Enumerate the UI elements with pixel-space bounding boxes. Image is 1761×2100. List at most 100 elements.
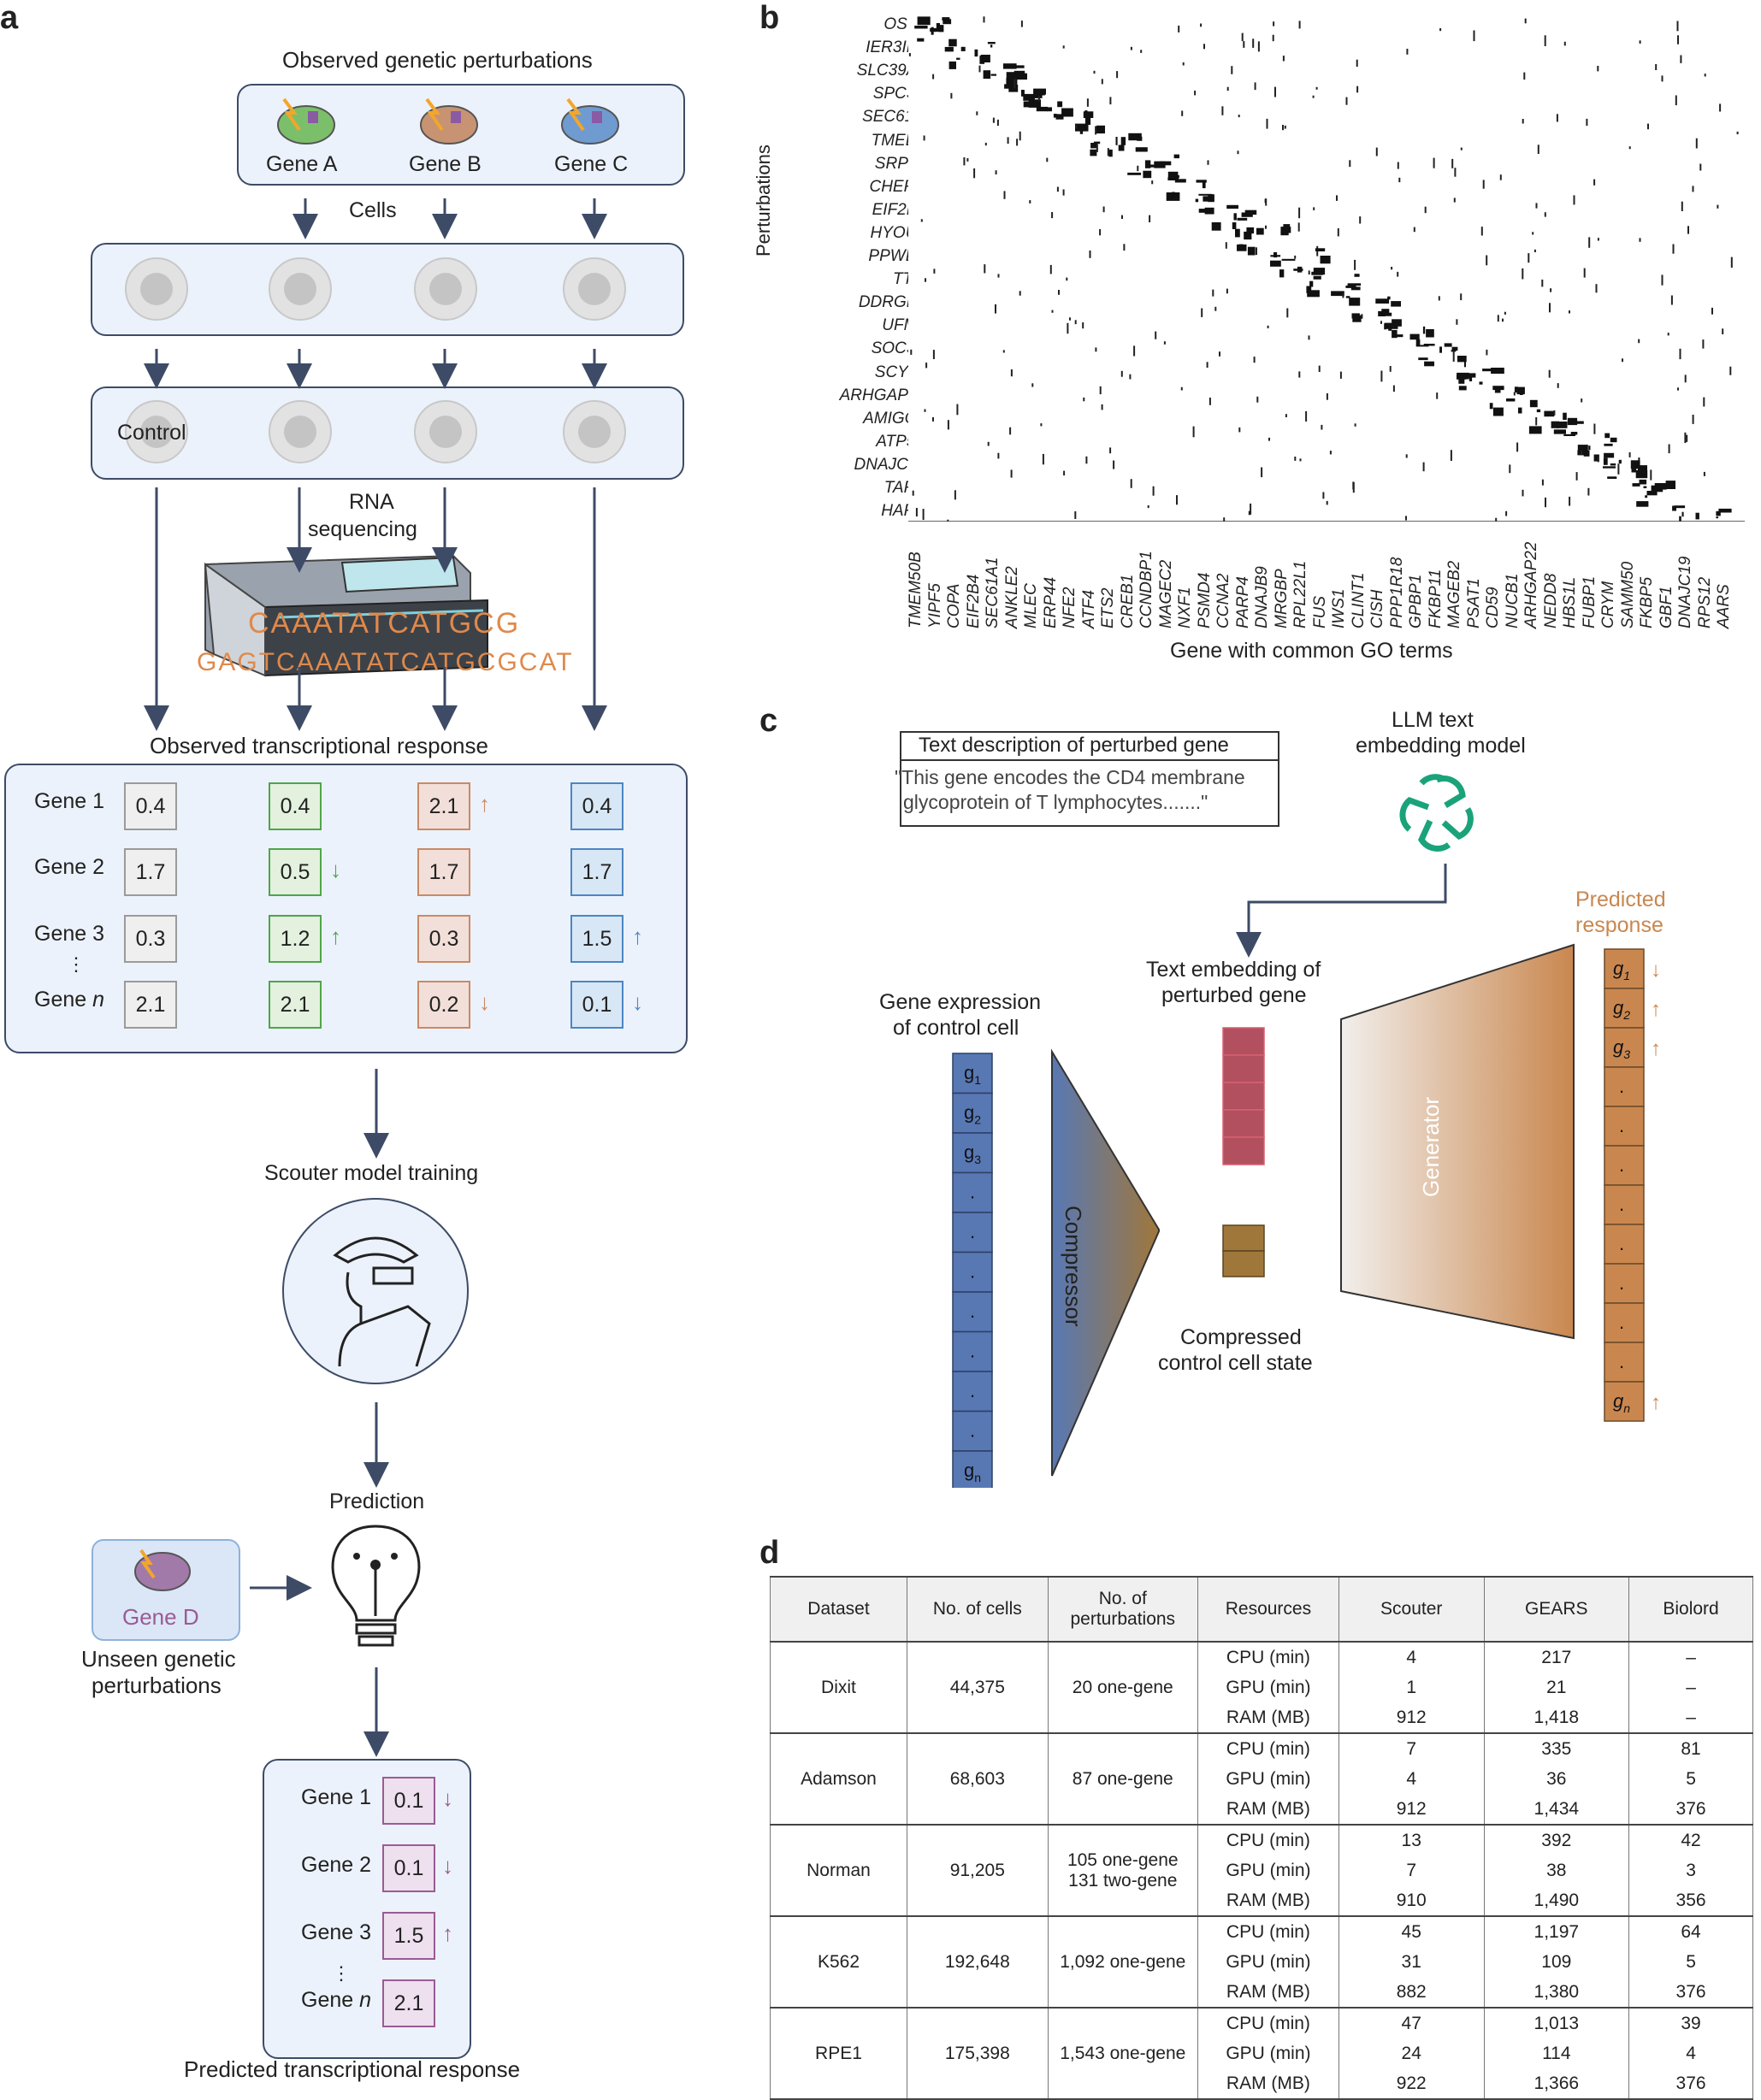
gene-label: YIPF5 <box>925 583 944 628</box>
input-cell-label: . <box>970 1221 975 1242</box>
value-cell: 1,418 <box>1483 1702 1630 1734</box>
value-cell: GPU (min) <box>1197 1855 1339 1885</box>
predicted-response-title: Predicted transcriptional response <box>184 2056 521 2082</box>
value-cell: 47 <box>1338 2008 1485 2038</box>
value-cell: 0.1 <box>570 981 623 1029</box>
output-arrow: ↑ <box>1651 998 1661 1021</box>
value-cell: 335 <box>1483 1733 1630 1764</box>
gene-label: PARP4 <box>1233 576 1252 628</box>
value-cell: CPU (min) <box>1197 1733 1339 1764</box>
perturbation-label: OST4 <box>883 15 926 33</box>
input-cell <box>952 1450 993 1488</box>
panel-b-label: b <box>759 0 780 36</box>
cell-icon <box>414 257 477 321</box>
value-cell: 392 <box>1483 1825 1630 1855</box>
output-cell-label: . <box>1619 1115 1624 1136</box>
text-desc-line-2: glycoprotein of T lymphocytes......." <box>903 791 1208 813</box>
compressed-cell <box>1222 1250 1265 1277</box>
change-arrow: ↓ <box>330 857 341 882</box>
value-cell: – <box>1628 1702 1753 1734</box>
value-cell: 7 <box>1338 1855 1485 1885</box>
ellipsis: ⋮ <box>67 953 86 975</box>
gene-label: DNAJC19 <box>1676 556 1695 628</box>
output-cell <box>1604 988 1645 1029</box>
value-cell: 0.2 <box>417 981 470 1029</box>
sequence-bottom: GAGTCAAATATCATGCGCAT <box>197 648 574 676</box>
output-arrow: ↓ <box>1651 959 1661 982</box>
control-label: Control <box>117 421 186 445</box>
predicted-label-2: response <box>1575 913 1663 937</box>
sequencer-icon <box>204 554 488 677</box>
value-cell: 0.4 <box>570 782 623 830</box>
gene-label: HBS1L <box>1561 576 1580 628</box>
gene-label: FKBP11 <box>1426 569 1445 628</box>
gene-label: PPP1R18 <box>1387 557 1406 628</box>
gene-b-label: Gene B <box>409 152 482 176</box>
perturbations-cell: 20 one-gene <box>1047 1642 1198 1734</box>
perturbations-cell: 1,092 one-gene <box>1047 1916 1198 2009</box>
value-cell: CPU (min) <box>1197 1825 1339 1855</box>
gene-label: CISH <box>1368 589 1387 628</box>
dataset-cell: K562 <box>770 1916 907 2009</box>
value-cell: 5 <box>1628 1764 1753 1794</box>
cells-label: Cells <box>349 198 397 222</box>
gene-label: ARHGAP22 <box>1522 541 1541 628</box>
value-cell: RAM (MB) <box>1197 1885 1339 1917</box>
gene-label: IWS1 <box>1330 588 1349 628</box>
gene-label: NFE2 <box>1061 587 1079 628</box>
value-cell: 38 <box>1483 1855 1630 1885</box>
table-header: GEARS <box>1483 1576 1630 1643</box>
input-cell <box>952 1251 993 1293</box>
value-cell: – <box>1628 1672 1753 1702</box>
value-cell: 0.4 <box>269 782 322 830</box>
input-cell <box>952 1330 993 1372</box>
panel-d-label: d <box>759 1535 780 1571</box>
gene-label: ERP44 <box>1041 576 1060 628</box>
llm-label-1: LLM text <box>1392 708 1474 732</box>
gene-label: MRGBP <box>1272 569 1291 628</box>
gene-label: CCNDBP1 <box>1138 551 1156 628</box>
value-cell: 1,366 <box>1483 2068 1630 2100</box>
cell-icon <box>563 257 626 321</box>
text-emb-label-2: perturbed gene <box>1161 983 1307 1007</box>
value-cell: 114 <box>1483 2038 1630 2068</box>
input-cell <box>952 1092 993 1134</box>
gene-label: GPBP1 <box>1407 574 1426 628</box>
gene-label: FUBP1 <box>1580 575 1598 628</box>
cells-cell: 44,375 <box>906 1642 1049 1734</box>
value-cell: 1.2 <box>269 915 322 963</box>
value-cell: – <box>1628 1642 1753 1672</box>
dataset-cell: Norman <box>770 1825 907 1917</box>
value-cell: 1,197 <box>1483 1916 1630 1947</box>
input-cell <box>952 1371 993 1413</box>
table-header: No. of cells <box>906 1576 1049 1643</box>
perturbation-label: HARS <box>881 502 926 521</box>
text-embedding-cell <box>1222 1082 1265 1111</box>
gene-label: CLINT1 <box>1349 572 1368 628</box>
perturbation-label: TTI2 <box>772 270 926 289</box>
gene-label: NEDD8 <box>1541 573 1560 628</box>
value-cell: 39 <box>1628 2008 1753 2038</box>
gene-d-label: Gene D <box>122 1604 199 1630</box>
value-cell: 0.5 <box>269 848 322 896</box>
value-cell: 0.3 <box>417 915 470 963</box>
change-arrow: ↑ <box>442 1920 453 1946</box>
table-header: Scouter <box>1338 1576 1485 1643</box>
gene-label: MAGEC2 <box>1156 559 1175 628</box>
ellipsis: ⋮ <box>332 1962 351 1984</box>
value-cell: 36 <box>1483 1764 1630 1794</box>
panel-a-label: a <box>0 0 19 36</box>
row-label: Gene 2 <box>301 1853 372 1877</box>
output-arrow: ↑ <box>1651 1037 1661 1060</box>
value-cell: 217 <box>1483 1642 1630 1672</box>
perturbation-label: SLC39A7 <box>856 62 926 80</box>
value-cell: 109 <box>1483 1947 1630 1977</box>
value-cell: GPU (min) <box>1197 2038 1339 2068</box>
value-cell: 1.5 <box>570 915 623 963</box>
